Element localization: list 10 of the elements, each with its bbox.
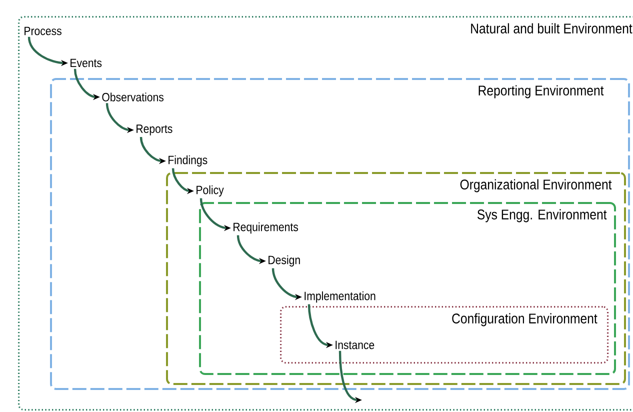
step-label: Events (70, 58, 102, 68)
step-label: Implementation (304, 291, 376, 303)
step-label: Requirements (234, 222, 298, 234)
step-label: Process (24, 26, 62, 36)
step-label: Design (268, 255, 300, 267)
step-label: Reports (136, 124, 172, 136)
step-label: Observations (102, 92, 164, 102)
step-label: Instance (336, 340, 374, 350)
step-label: Policy (196, 185, 224, 197)
step-label: Findings (168, 155, 208, 167)
